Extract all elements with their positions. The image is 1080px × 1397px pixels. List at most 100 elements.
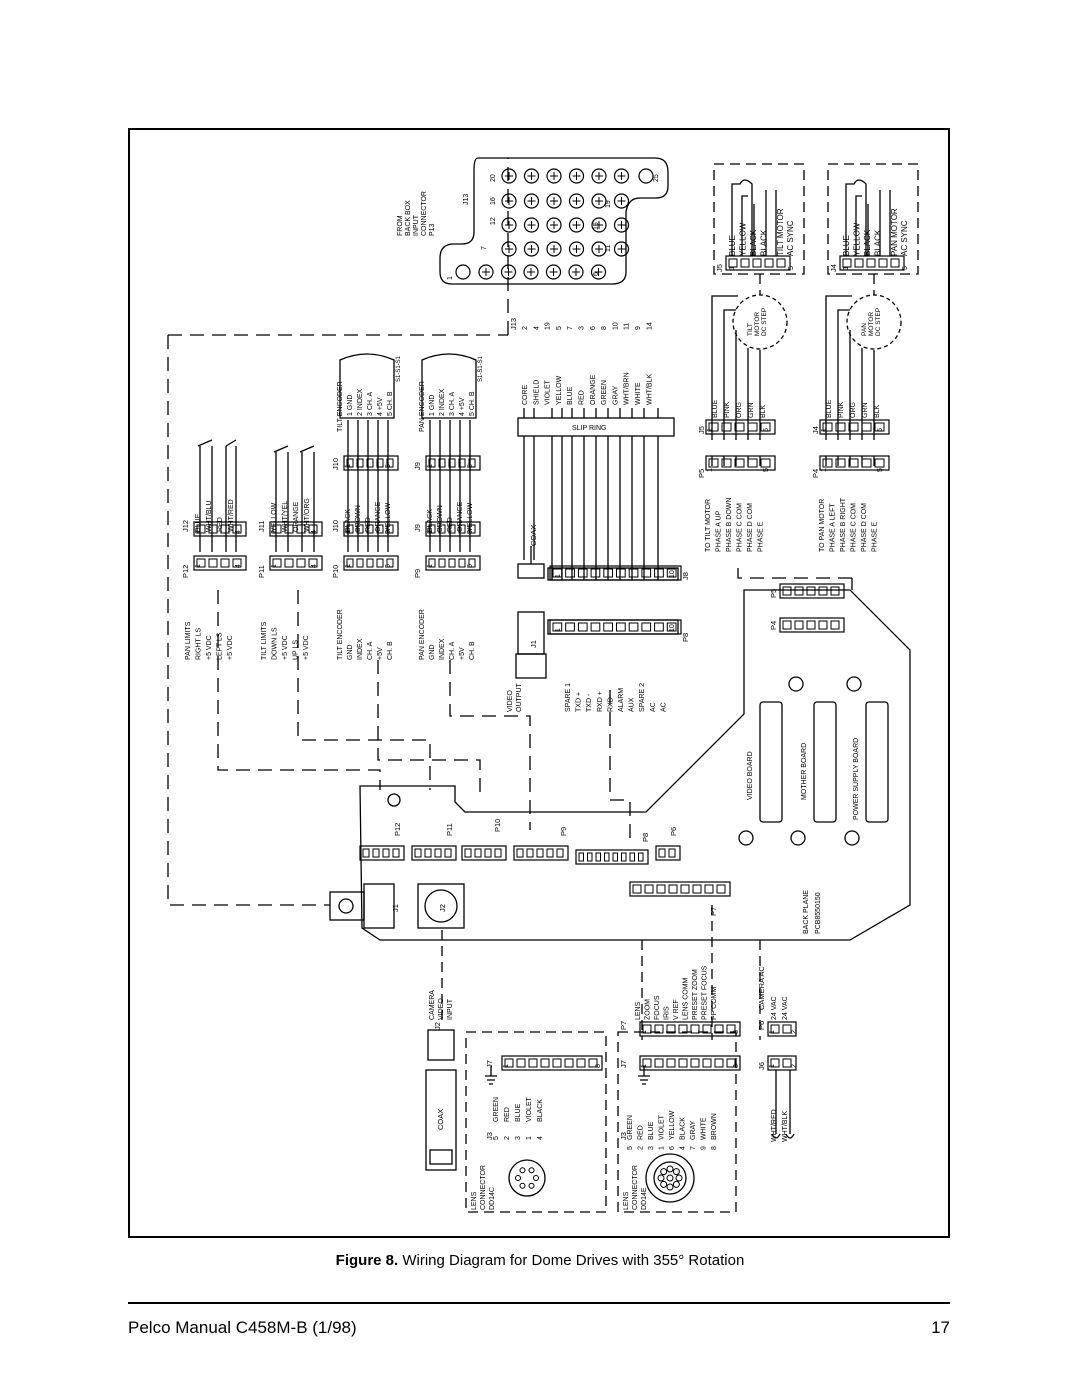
mb-p8-pin-4 <box>612 852 618 862</box>
p8-signal-3: RXD + <box>597 691 604 712</box>
mb-p4 <box>779 617 845 633</box>
mb-p7-label: P7 <box>709 907 718 916</box>
tilt-limits-3: UP LS <box>293 640 300 660</box>
j8-connector <box>549 565 682 581</box>
p7e-connector-pin-5 <box>702 1024 712 1034</box>
j7e-connector-pin-6 <box>714 1058 724 1068</box>
mb-p11-pin-0 <box>414 848 422 858</box>
figure-title: Wiring Diagram for Dome Drives with 355°… <box>402 1252 745 1269</box>
tilt-limits-2: +5 VDC <box>282 635 289 660</box>
tilt-enc-sig-4: +5V <box>377 647 384 660</box>
j13-row3-cross-1 <box>527 221 536 229</box>
j7e-connector-pin-3 <box>678 1058 688 1068</box>
mb-p11-label: P11 <box>445 823 454 836</box>
backplane-label: BACK PLANE <box>803 890 810 934</box>
j13-row4-pin-5 <box>613 241 630 257</box>
tilt-ac-wire-1: YELLOW <box>739 222 748 256</box>
j13-row1-pin-2 <box>546 168 562 184</box>
slip-wire-label-0: CORE <box>522 384 529 405</box>
slip-wire-label-10: WHITE <box>635 382 642 405</box>
j13-row4-cross-4 <box>595 245 603 253</box>
j5-dc-connector-pin-4 <box>760 422 771 432</box>
mb-p9-pin-2 <box>536 848 544 858</box>
camera-ac-vac-0: 24 VAC <box>771 996 778 1020</box>
lens-sig-4: V REF <box>673 999 680 1020</box>
j8-connector-pin-7 <box>641 568 652 578</box>
j13-row1-cross-1 <box>527 172 536 180</box>
lens-c-2: DD14C <box>489 1187 496 1210</box>
j4-label-top: J4 <box>829 264 838 272</box>
j13-row4-cross-2 <box>550 245 558 253</box>
p7e-pin8: 8 <box>733 1030 740 1034</box>
slip-pin-label-5: 3 <box>579 326 586 330</box>
p8-connector-pin-4 <box>603 622 613 632</box>
j13-row1-pin-4 <box>591 168 607 184</box>
p7e-connector-pin-3 <box>678 1024 688 1034</box>
pan-dc-wire-3: GRN <box>862 402 869 418</box>
j13-row5-cross-2 <box>527 268 535 276</box>
camera-video-input-0: CAMERA <box>429 990 436 1020</box>
p7e-connector-pin-0 <box>642 1024 652 1034</box>
j7e-wire-1: RED <box>638 1125 645 1140</box>
conn-pin1-5: 1 <box>271 564 278 568</box>
p5-dc-connector-pin-0 <box>708 458 719 468</box>
video-board-label: VIDEO BOARD <box>747 751 754 800</box>
video-output-0: VIDEO <box>507 690 514 712</box>
j7c-pin-1: 2 <box>504 1136 511 1140</box>
j13-row2-cross-5 <box>617 197 626 205</box>
p10-connector-pin-1 <box>356 558 364 568</box>
slip-wire-label-8: GRAY <box>612 385 619 405</box>
pan-encoder-pin-3: 4 +5V <box>459 397 466 416</box>
mb-p7-pin-0 <box>632 884 642 894</box>
j9-label: J9 <box>413 524 422 532</box>
pan-encoder-pin-2: 3 CH. A <box>449 392 456 416</box>
j5-ac-pin1: 1 <box>729 266 736 270</box>
mb-p8-label: P8 <box>641 833 650 842</box>
p5-board-label: P5 <box>769 589 778 598</box>
j13-row3-cross-5 <box>617 221 626 229</box>
conn-pin5-0: 5 <box>385 530 392 534</box>
j13-row5-cross-1 <box>504 268 513 276</box>
mb-p12-label: P12 <box>393 823 402 836</box>
to-pan-label-1: PHASE A LEFT <box>830 503 837 552</box>
j7c-connector-pin-2 <box>528 1058 538 1068</box>
j5-ac-pin5: 5 <box>788 266 795 270</box>
j9-connector <box>425 521 481 537</box>
j13-row4-pin-3 <box>568 241 585 257</box>
p6-connector <box>767 1021 797 1037</box>
pan-ac-wire-1: YELLOW <box>853 222 862 256</box>
pan-dc-wire-2: ORG <box>850 402 857 418</box>
j13-side-label: J13 <box>509 318 518 330</box>
tilt-encoder-pin-2: 3 CH. A <box>367 392 374 416</box>
j10-top-connector-pin-1 <box>356 458 364 468</box>
mb-p7-pin-7 <box>716 884 726 894</box>
tilt-ac-title-1: AC SYNC <box>786 220 795 256</box>
p8-label-top: P8 <box>681 633 690 642</box>
mb-p8-pin-7 <box>638 852 644 862</box>
j13-pin-12: 12 <box>490 217 497 225</box>
mb-p12 <box>359 845 405 861</box>
j13-row3-pin-3 <box>568 217 585 233</box>
p5-dc-pin1: 1 <box>707 468 714 472</box>
tilt-dc-wire-1: PINK <box>724 401 731 418</box>
j6-pin2: 2 <box>791 1064 798 1068</box>
tilt-encoder-pin-1: 2 INDEX <box>357 388 364 416</box>
mb-p5-pin-3 <box>818 586 828 596</box>
j13-row5-cross-0 <box>482 268 490 276</box>
p7e-connector-pin-4 <box>690 1024 700 1034</box>
j9-connector-pin-2 <box>448 524 456 534</box>
j8-connector-pin-3 <box>590 568 601 578</box>
j4-dc-pin1: 1 <box>821 428 828 432</box>
j9-wire-1: BROWN <box>437 505 444 532</box>
mb-p9 <box>513 845 569 861</box>
p8-connector-pin-1 <box>565 622 575 632</box>
j13-row4-cross-1 <box>527 245 536 253</box>
p12-connector-pin-1 <box>208 558 218 568</box>
p10-connector-pin-0 <box>346 558 354 568</box>
j13-row2-cross-2 <box>550 197 558 205</box>
p4-dc-connector-pin-3 <box>861 458 872 468</box>
slip-wire-label-5: RED <box>579 390 586 405</box>
j4-ac-connector <box>839 255 905 271</box>
p8-signal-2: TXD - <box>586 693 593 712</box>
j4-dc-pin5: 5 <box>877 428 884 432</box>
